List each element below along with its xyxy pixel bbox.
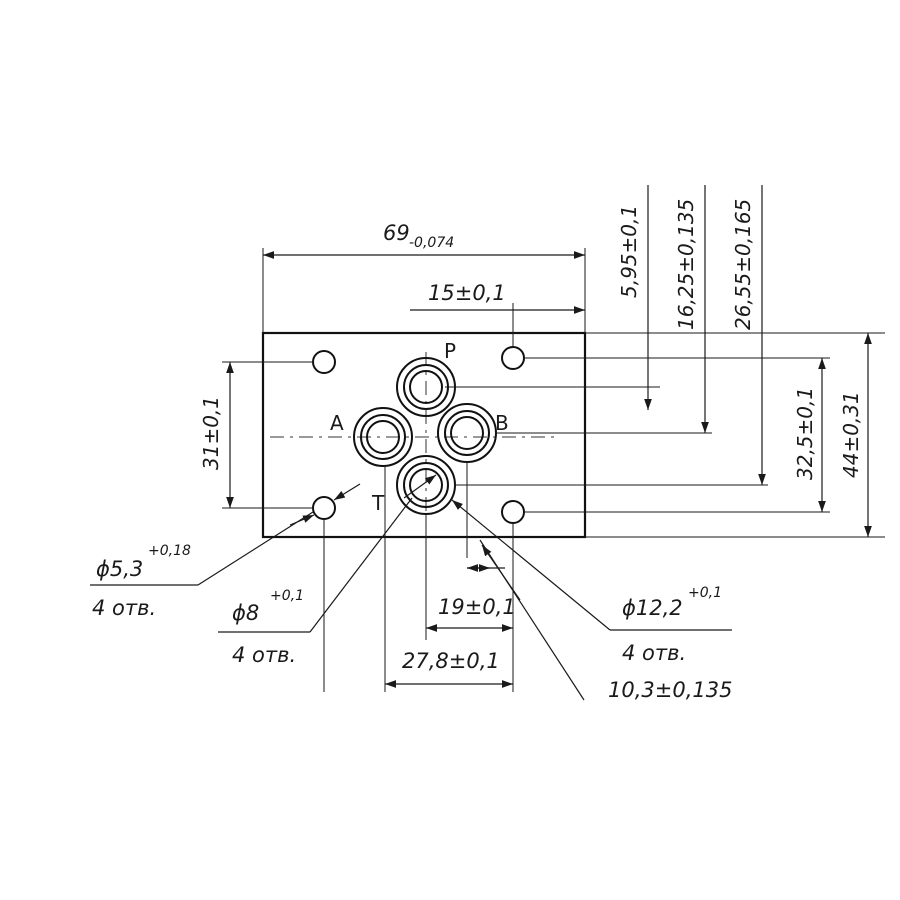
callout-hole-12-2-tol: +0,1 — [688, 585, 722, 601]
dim-label-26-55: 26,55±0,165 — [731, 199, 755, 330]
callout-hole-5-3-tol: +0,18 — [148, 543, 191, 559]
port-label-b: B — [495, 411, 509, 435]
dim-label-69: 69 — [383, 221, 410, 245]
dim-label-27-8: 27,8±0,1 — [402, 649, 500, 673]
dim-label-31: 31±0,1 — [199, 396, 223, 470]
dim-label-15: 15±0,1 — [428, 281, 506, 305]
port-b-rings — [437, 403, 497, 463]
dim-label-19: 19±0,1 — [438, 595, 516, 619]
mounting-hole-bottom-left — [312, 496, 336, 520]
mounting-hole-top-right — [501, 346, 525, 370]
callout-hole-5-3-qty: 4 отв. — [92, 596, 156, 620]
callout-hole-12-2-size-text: ϕ12,2 — [622, 596, 683, 620]
dim-label-69-tolerance: -0,074 — [409, 235, 454, 251]
callout-hole-12-2-qty: 4 отв. — [622, 641, 686, 665]
dim-label-44: 44±0,31 — [839, 391, 863, 478]
dim-label-32-5: 32,5±0,1 — [793, 387, 817, 480]
callout-hole-5-3-size: ϕ5,3 — [96, 557, 143, 581]
callout-hole-8-qty: 4 отв. — [232, 643, 296, 667]
port-a-rings — [353, 407, 413, 467]
port-label-a: A — [330, 411, 344, 435]
mounting-hole-bottom-right — [501, 500, 525, 524]
plate-outline — [261, 331, 587, 539]
port-label-p: P — [444, 339, 456, 363]
callout-hole-8-size: ϕ8 — [232, 601, 259, 625]
mounting-hole-top-left — [312, 350, 336, 374]
dim-label-16-25: 16,25±0,135 — [674, 199, 698, 330]
callout-hole-8-tol: +0,1 — [270, 588, 304, 604]
port-label-t: T — [371, 491, 385, 515]
dim-label-5-95: 5,95±0,1 — [617, 205, 641, 298]
dim-label-10-3: 10,3±0,135 — [608, 678, 732, 702]
centerlines — [270, 352, 560, 525]
